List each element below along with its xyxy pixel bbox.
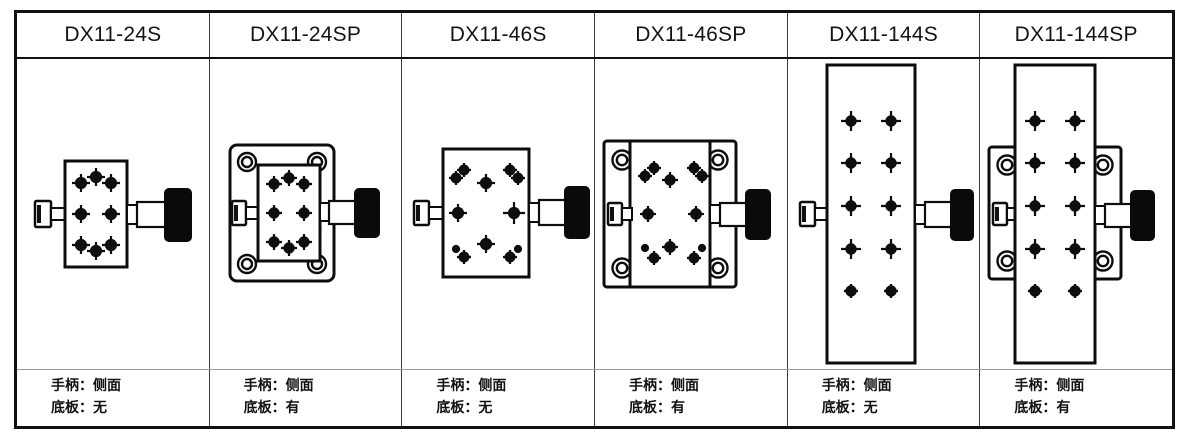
spec-cell-dx11-24s: 手柄：侧面 底板：无 [17, 369, 210, 426]
spec-cell-dx11-46s: 手柄：侧面 底板：无 [402, 369, 596, 426]
table-figure-row [17, 58, 1173, 370]
adjustment-knob [563, 186, 590, 240]
figure-cell-dx11-144sp [980, 58, 1173, 369]
model-name: DX11-144S [829, 22, 938, 46]
model-name: DX11-24S [64, 22, 162, 46]
handle-spec: 手柄：侧面 [243, 378, 314, 395]
figure-cell-dx11-24sp [209, 58, 403, 369]
figure-cell-dx11-24s [17, 58, 210, 369]
left-lock-screw-icon [230, 199, 259, 227]
adjustment-knob [163, 187, 192, 242]
header-cell-5: DX11-144S [787, 13, 981, 57]
stage-drawing-dx11-144s [788, 59, 980, 369]
model-name: DX11-144SP [1014, 22, 1138, 46]
micrometer-shaft [913, 200, 954, 228]
header-cell-4: DX11-46SP [595, 13, 788, 57]
left-lock-screw-icon [412, 199, 444, 227]
header-cell-3: DX11-46S [402, 13, 596, 57]
adjustment-knob [949, 188, 974, 241]
stage-drawing-dx11-46s [402, 59, 594, 369]
micrometer-shaft [527, 199, 568, 227]
spec-cell-dx11-46sp: 手柄：侧面 底板：有 [595, 369, 788, 426]
adjustment-knob [353, 188, 380, 239]
figure-cell-dx11-46sp [595, 58, 788, 369]
baseplate-spec: 底板：无 [436, 399, 493, 416]
micrometer-shaft [125, 200, 168, 228]
stage-drawing-dx11-144sp [980, 59, 1172, 369]
table-header-row: DX11-24S DX11-24SP DX11-46S DX11-46SP DX… [17, 13, 1173, 59]
header-cell-1: DX11-24S [17, 13, 210, 57]
table-footer-row: 手柄：侧面 底板：无 手柄：侧面 底板：有 手柄：侧面 底板：无 手柄：侧面 底… [17, 369, 1173, 426]
corner-mount-holes [611, 148, 729, 279]
stage-drawing-dx11-24s [17, 59, 209, 369]
baseplate-spec: 底板：无 [51, 399, 107, 416]
figure-cell-dx11-144s [787, 58, 981, 369]
left-lock-screw-icon [606, 201, 633, 226]
handle-spec: 手柄：侧面 [1014, 378, 1085, 395]
model-name: DX11-24SP [249, 22, 362, 46]
baseplate-spec: 底板：有 [243, 399, 300, 416]
header-cell-6: DX11-144SP [980, 13, 1173, 57]
spec-cell-dx11-144s: 手柄：侧面 底板：无 [787, 369, 981, 426]
stage-drawing-dx11-46sp [595, 59, 787, 369]
model-comparison-table: DX11-24S DX11-24SP DX11-46S DX11-46SP DX… [14, 10, 1175, 429]
handle-spec: 手柄：侧面 [629, 378, 700, 395]
spec-cell-dx11-144sp: 手柄：侧面 底板：有 [980, 369, 1173, 426]
micrometer-shaft [1094, 202, 1135, 228]
handle-spec: 手柄：侧面 [436, 378, 507, 395]
baseplate-spec: 底板：无 [821, 399, 878, 416]
figure-cell-dx11-46s [402, 58, 596, 369]
header-cell-2: DX11-24SP [209, 13, 403, 57]
handle-spec: 手柄：侧面 [821, 378, 892, 395]
micrometer-shaft [708, 201, 749, 227]
model-name: DX11-46S [449, 22, 547, 46]
model-name: DX11-46SP [635, 22, 747, 46]
adjustment-knob [1130, 189, 1156, 241]
left-lock-screw-icon [798, 200, 828, 227]
micrometer-shaft [318, 200, 358, 226]
stage-drawing-dx11-24sp [210, 59, 402, 369]
spec-cell-dx11-24sp: 手柄：侧面 底板：有 [209, 369, 403, 426]
left-lock-screw-icon [33, 199, 66, 228]
baseplate-spec: 底板：有 [629, 399, 686, 416]
handle-spec: 手柄：侧面 [51, 378, 121, 395]
baseplate-spec: 底板：有 [1014, 399, 1071, 416]
adjustment-knob [744, 188, 771, 240]
